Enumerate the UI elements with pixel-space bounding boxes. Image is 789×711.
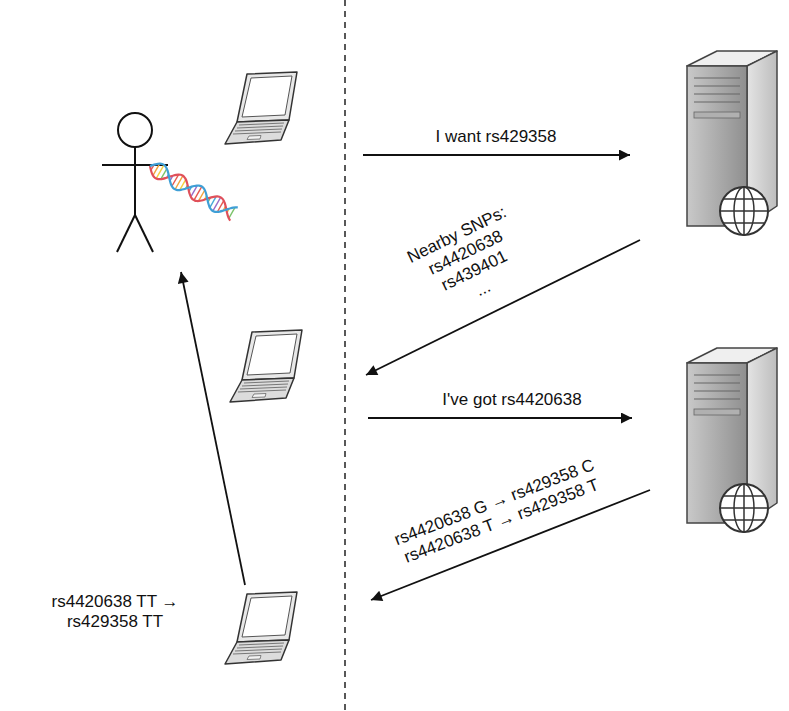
request-arrow	[363, 154, 630, 156]
dna-helix	[150, 164, 238, 221]
result-label: rs4420638 TT →	[52, 592, 179, 612]
result-label-group: rs4420638 TT →rs429358 TT	[52, 592, 179, 632]
server-icon	[687, 348, 777, 532]
person-figure	[102, 113, 168, 252]
laptop-icon	[225, 592, 297, 664]
boundary-line	[344, 0, 346, 711]
message-label: I've got rs4420638	[442, 390, 581, 410]
laptop-icon	[225, 72, 297, 144]
message-label-group: Nearby SNPs:rs4420638rs439401...	[404, 202, 536, 321]
dna-strand	[150, 164, 238, 212]
message-label-group: rs4420638 G → rs429358 Crs4420638 T → rs…	[392, 455, 605, 569]
laptop-icon	[230, 330, 302, 402]
result-label: rs429358 TT	[52, 612, 179, 632]
server-icon	[687, 51, 777, 235]
message-label-group: I want rs429358	[436, 127, 557, 147]
message-label-group: I've got rs4420638	[442, 390, 581, 410]
result-arrow	[181, 272, 245, 585]
request-arrow	[368, 417, 632, 419]
message-label: I want rs429358	[436, 127, 557, 147]
